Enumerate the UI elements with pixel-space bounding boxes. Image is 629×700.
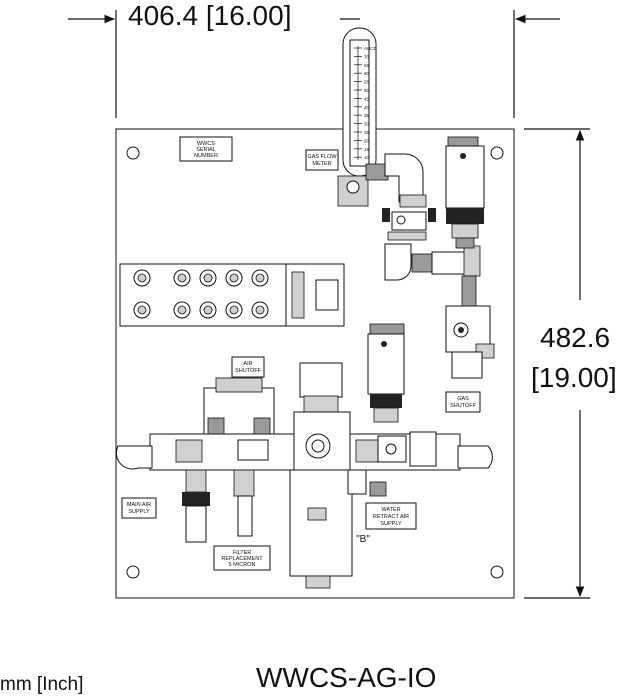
io-port-pin	[229, 305, 239, 315]
height-dimension-in: [19.00]	[531, 362, 617, 393]
scale-label: 20	[364, 138, 370, 143]
io-port-pin	[177, 273, 187, 283]
gas-flow-line-2: METER	[312, 161, 331, 167]
io-port-pin	[137, 273, 147, 283]
units-note: mm [Inch]	[0, 674, 84, 695]
label-gas-flow-meter: GAS FLOW METER	[305, 149, 339, 171]
mounting-holes	[126, 146, 504, 579]
label-filter: FILTER REPLACEMENT 5 MICRON	[213, 545, 271, 571]
scale-label: 70	[364, 54, 370, 59]
gas-flow-meter: AUCD 70 65 60 55 50 45 40 35 30 25 20 15 10	[337, 27, 378, 207]
scale-label: 15	[364, 147, 370, 152]
height-dimension-line	[524, 128, 590, 599]
gas-shutoff-line-2: SHUTOFF	[450, 403, 477, 409]
filter-regulator	[289, 362, 387, 589]
filter-line-2: REPLACEMENT	[221, 556, 263, 562]
pressure-sensor-top	[445, 136, 485, 249]
serial-line-2: SERIAL	[196, 147, 216, 153]
scale-label: 55	[364, 80, 370, 85]
serial-line-3: NUMBER	[194, 153, 218, 159]
io-port-pin	[137, 305, 147, 315]
scale-label: 25	[364, 130, 370, 135]
width-dimension-line	[68, 10, 560, 118]
main-air-fitting	[182, 469, 255, 543]
scale-label: 40	[364, 105, 370, 110]
io-port-pin	[203, 305, 213, 315]
io-port-pin	[177, 305, 187, 315]
label-main-air: MAIN AIR SUPPLY	[121, 497, 157, 519]
gas-shutoff-valve	[445, 275, 495, 379]
label-serial-number: WWCS SERIAL NUMBER	[179, 136, 233, 162]
io-port-pin	[255, 273, 265, 283]
scale-label: 60	[364, 71, 370, 76]
gas-flow-line-1: GAS FLOW	[307, 154, 337, 160]
main-air-line-1: MAIN AIR	[127, 502, 151, 508]
filter-line-3: 5 MICRON	[229, 562, 256, 568]
height-dimension-mm: 482.6	[540, 322, 611, 353]
io-port-pin	[255, 305, 265, 315]
water-line-2: RETRACT AIR	[373, 514, 409, 520]
scale-label: 65	[364, 63, 370, 68]
model-title: WWCS-AG-IO	[256, 662, 437, 693]
scale-label: 30	[364, 122, 370, 127]
view-b-label: "B"	[356, 534, 370, 545]
label-air-shutoff: AIR SHUTOFF	[231, 356, 265, 378]
gas-shutoff-line-1: GAS	[457, 396, 469, 402]
scale-label: 50	[364, 88, 370, 93]
water-line-1: WATER	[381, 507, 400, 513]
scale-label: AUCD	[364, 46, 378, 51]
filter-line-1: FILTER	[233, 550, 252, 556]
air-shutoff-line-2: SHUTOFF	[235, 368, 262, 374]
width-dimension: 406.4 [16.00]	[128, 0, 292, 31]
scale-label: 10	[364, 155, 370, 160]
scale-label: 35	[364, 113, 370, 118]
io-port-pin	[229, 273, 239, 283]
serial-line-1: WWCS	[197, 141, 215, 147]
scale-label: 45	[364, 96, 370, 101]
io-module	[119, 263, 345, 327]
main-air-line-2: SUPPLY	[128, 509, 150, 515]
pressure-sensor-mid	[367, 323, 405, 423]
label-gas-shutoff: GAS SHUTOFF	[445, 391, 481, 413]
io-port-pin	[203, 273, 213, 283]
gas-piping	[365, 153, 481, 281]
water-line-3: SUPPLY	[380, 521, 402, 527]
air-shutoff-line-1: AIR	[243, 361, 252, 367]
label-water-retract: WATER RETRACT AIR SUPPLY	[365, 502, 417, 530]
